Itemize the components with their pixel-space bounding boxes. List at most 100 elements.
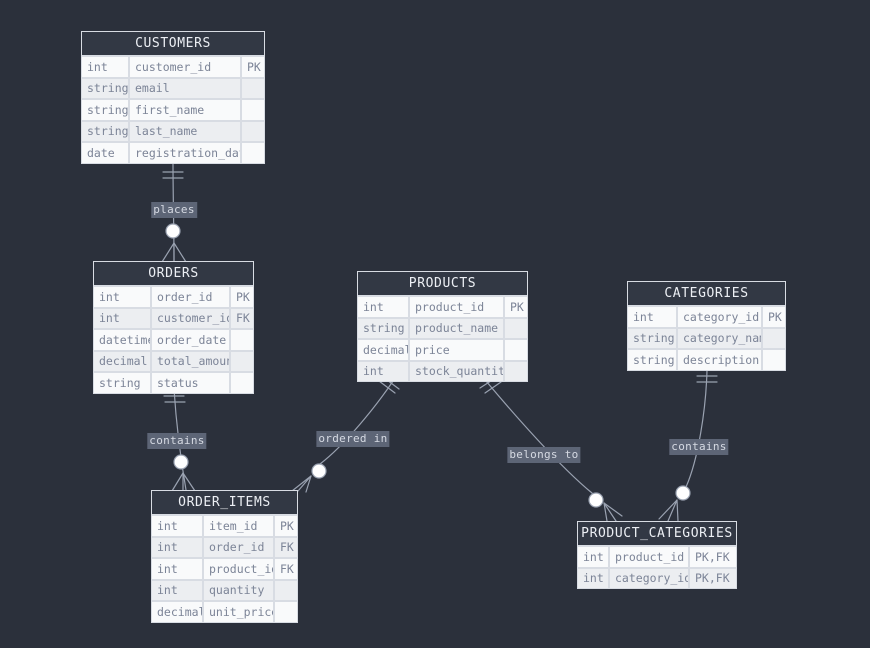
attribute-type: string (81, 77, 129, 99)
attribute-type: int (357, 296, 409, 318)
attribute-type: int (81, 56, 129, 78)
attribute-key (241, 99, 265, 121)
attribute-type: int (577, 567, 609, 589)
entity-title: PRODUCT_CATEGORIES (577, 521, 737, 546)
attribute-key: PK (762, 306, 786, 328)
attribute-key (762, 349, 786, 371)
attribute-name: item_id (203, 515, 274, 537)
attribute-type: int (357, 360, 409, 382)
attribute-type: int (93, 286, 151, 308)
entity-title: PRODUCTS (357, 271, 528, 296)
attribute-key (241, 142, 265, 164)
attribute-type: int (577, 546, 609, 568)
attribute-key (241, 120, 265, 142)
attribute-name: email (129, 77, 241, 99)
entity-title: CUSTOMERS (81, 31, 265, 56)
attribute-key (274, 601, 298, 623)
attribute-key: FK (274, 536, 298, 558)
attribute-type: string (357, 317, 409, 339)
attribute-key (504, 317, 528, 339)
attribute-key (504, 360, 528, 382)
attribute-name: customer_id (151, 307, 230, 329)
attribute-name: total_amount (151, 350, 230, 372)
relationship-label[interactable]: places (151, 202, 197, 218)
attribute-name: registration_date (129, 142, 241, 164)
attribute-name: order_date (151, 329, 230, 351)
attribute-name: quantity (203, 579, 274, 601)
attribute-type: datetime (93, 329, 151, 351)
relationship-label[interactable]: contains (147, 433, 207, 449)
relationship-label[interactable]: contains (669, 439, 729, 455)
attribute-name: first_name (129, 99, 241, 121)
attribute-key: PK (230, 286, 254, 308)
attribute-name: stock_quantity (409, 360, 504, 382)
attribute-type: decimal (151, 601, 203, 623)
attribute-type: int (151, 515, 203, 537)
attribute-type: int (151, 579, 203, 601)
attribute-name: order_id (151, 286, 230, 308)
attribute-key (230, 372, 254, 394)
attribute-name: product_id (609, 546, 689, 568)
attribute-type: string (81, 120, 129, 142)
attribute-type: int (151, 536, 203, 558)
relationship-label[interactable]: belongs to (507, 447, 581, 463)
attribute-name: category_name (677, 327, 762, 349)
attribute-name: description (677, 349, 762, 371)
attribute-name: product_id (203, 558, 274, 580)
attribute-name: unit_price (203, 601, 274, 623)
attribute-type: string (81, 99, 129, 121)
attribute-key: PK (504, 296, 528, 318)
attribute-key: PK,FK (689, 546, 737, 568)
attribute-name: order_id (203, 536, 274, 558)
attribute-key: PK,FK (689, 567, 737, 589)
attribute-key (504, 339, 528, 361)
attribute-type: string (627, 327, 677, 349)
relationship-label[interactable]: ordered in (316, 431, 390, 447)
attribute-key (230, 350, 254, 372)
attribute-type: date (81, 142, 129, 164)
attribute-type: int (627, 306, 677, 328)
attribute-type: string (627, 349, 677, 371)
attribute-key: FK (230, 307, 254, 329)
attribute-name: product_name (409, 317, 504, 339)
attribute-type: decimal (357, 339, 409, 361)
attribute-key (274, 579, 298, 601)
attribute-name: customer_id (129, 56, 241, 78)
attribute-type: int (151, 558, 203, 580)
